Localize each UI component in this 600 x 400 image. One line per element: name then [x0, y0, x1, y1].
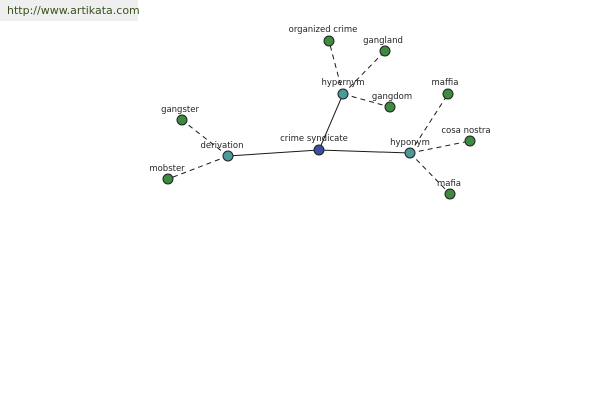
node-leaf-mafia[interactable]	[444, 188, 456, 200]
label-leaf-cosa-nostra[interactable]: cosa nostra	[441, 126, 490, 136]
edge-hyponym-maffia	[409, 93, 449, 154]
label-relation-hypernym[interactable]: hypernym	[321, 78, 364, 88]
node-leaf-mobster[interactable]	[162, 173, 174, 185]
node-leaf-gangdom[interactable]	[384, 101, 396, 113]
label-leaf-gangland[interactable]: gangland	[363, 36, 403, 46]
label-relation-derivation[interactable]: derivation	[200, 141, 243, 151]
node-leaf-gangster[interactable]	[176, 114, 188, 126]
edge-hyponym-cosa-nostra	[409, 140, 471, 154]
edge-derivation-mobster	[167, 155, 229, 180]
graph-edges	[167, 40, 471, 195]
node-relation-hypernym[interactable]	[337, 88, 349, 100]
label-relation-hyponym[interactable]: hyponym	[390, 138, 430, 148]
label-leaf-gangster[interactable]: gangster	[161, 105, 199, 115]
label-root-crime-syndicate[interactable]: crime syndicate	[280, 134, 348, 144]
node-leaf-maffia[interactable]	[442, 88, 454, 100]
edge-root-hypernym	[318, 93, 344, 151]
graph-nodes	[162, 35, 476, 200]
edge-hypernym-gangdom	[342, 93, 391, 108]
label-leaf-organized-crime[interactable]: organized crime	[289, 25, 358, 35]
label-leaf-mobster[interactable]: mobster	[149, 164, 185, 174]
edge-root-hyponym	[318, 149, 411, 154]
edge-root-derivation	[227, 149, 320, 157]
edge-hypernym-organized-crime	[328, 40, 344, 95]
node-leaf-gangland[interactable]	[379, 45, 391, 57]
label-leaf-maffia[interactable]: maffia	[432, 78, 459, 88]
source-url-link[interactable]: http://www.artikata.com	[0, 0, 140, 21]
node-leaf-cosa-nostra[interactable]	[464, 135, 476, 147]
edge-derivation-gangster	[181, 119, 229, 157]
edge-hyponym-mafia	[409, 152, 451, 195]
node-leaf-organized-crime[interactable]	[323, 35, 335, 47]
node-relation-derivation[interactable]	[222, 150, 234, 162]
node-root-crime-syndicate[interactable]	[313, 144, 325, 156]
edge-hypernym-gangland	[342, 50, 386, 95]
node-relation-hyponym[interactable]	[404, 147, 416, 159]
graph-labels: crime syndicate hypernym organized crime ga…	[149, 25, 490, 189]
label-leaf-mafia[interactable]: mafia	[437, 179, 461, 189]
label-leaf-gangdom[interactable]: gangdom	[372, 92, 412, 102]
